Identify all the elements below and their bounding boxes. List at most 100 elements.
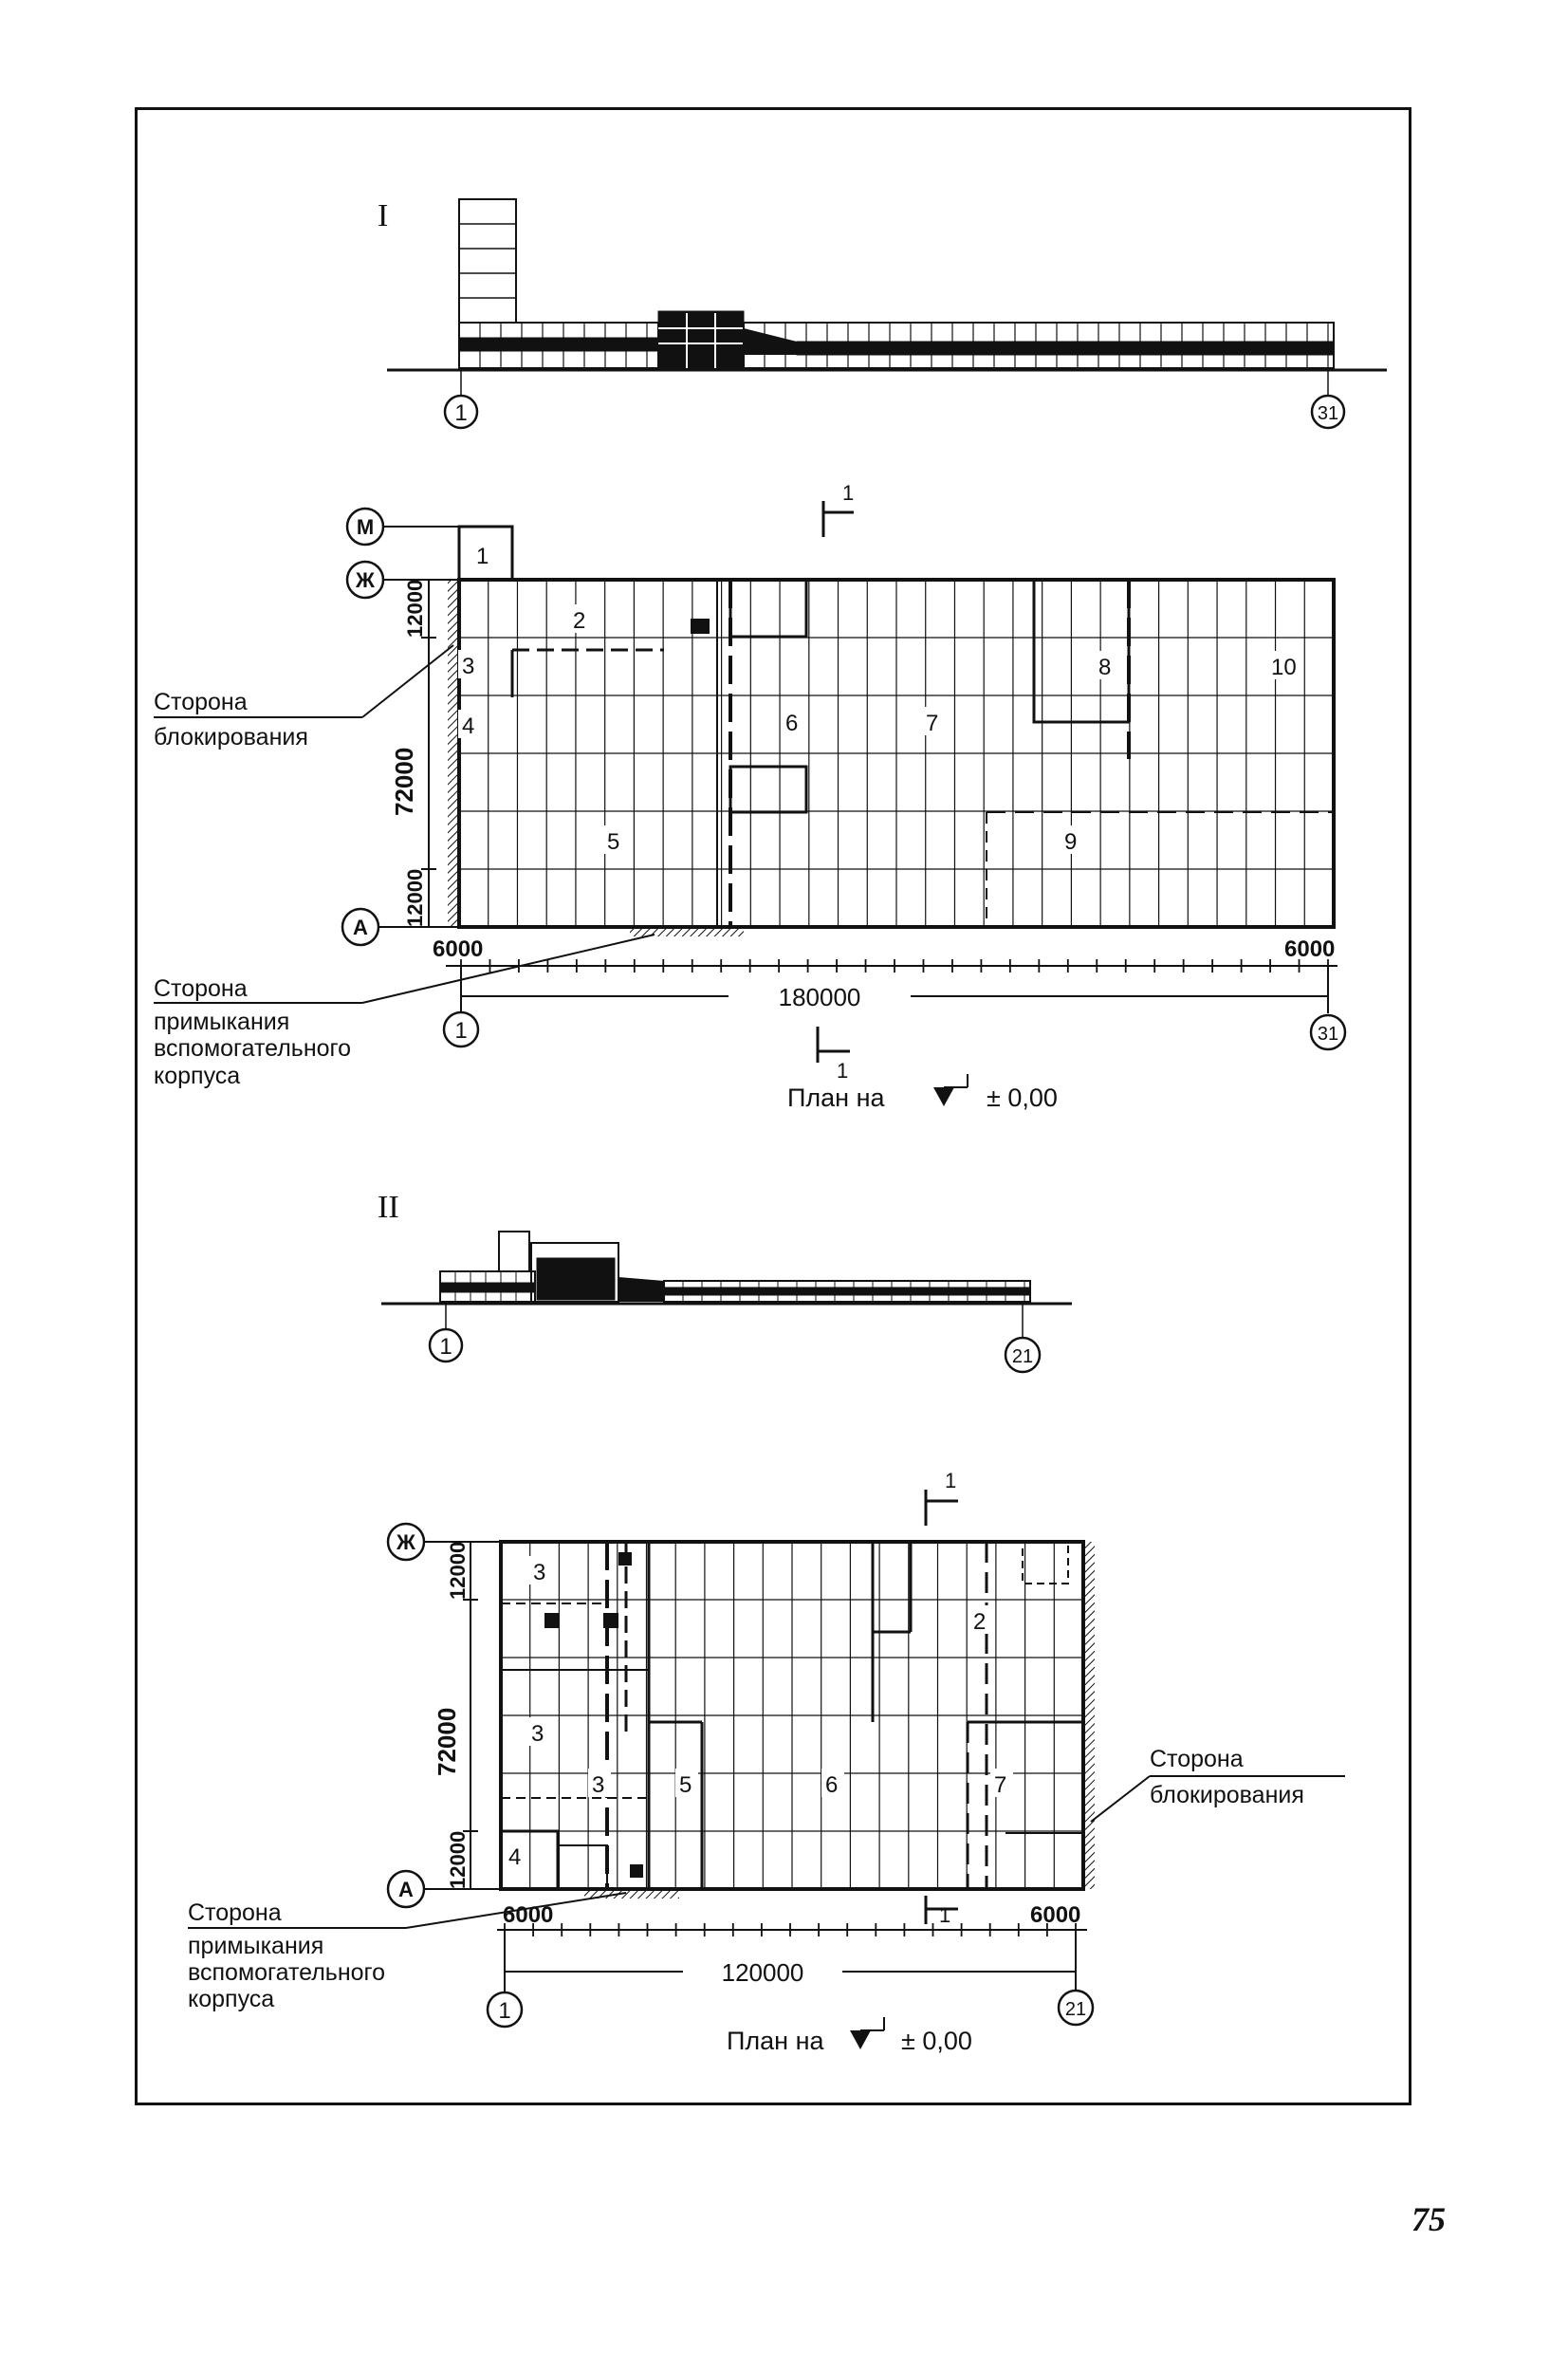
plan-one-row-axes [379, 526, 459, 928]
plan-two-axis-end: 21 [1065, 1999, 1086, 2020]
row-axis-m: М [357, 515, 374, 539]
plan-two-vertical-dimension [463, 1541, 478, 1890]
plan-one-leaders [154, 644, 655, 1004]
zone-3: 3 [462, 654, 474, 679]
zone-5: 5 [679, 1772, 692, 1798]
elev-two-axis-start: 1 [439, 1334, 452, 1360]
section-two-roman: II [378, 1190, 399, 1225]
plan-two-axis-start-marker [486, 1991, 524, 2029]
plan-two-adjoin-label-1: Сторона [188, 1899, 282, 1926]
elevation-one-window-grid [479, 323, 1329, 368]
plan-one-vertical-dimension [421, 579, 436, 928]
plan-two-zone-labels: 1 2 3 3 3 4 5 6 7 [505, 1556, 1013, 1870]
plan-one-section-number-top: 1 [842, 481, 854, 505]
plan-two-section-number-top: 1 [945, 1469, 956, 1492]
plan-two-axis-end-marker [1057, 1989, 1095, 2027]
plan-two-column-grid [501, 1542, 1083, 1889]
plan-two-bay-end: 6000 [1030, 1902, 1080, 1928]
plan-two-bay-ticks [504, 1923, 1077, 1936]
elev-one-axis-end: 31 [1318, 403, 1338, 424]
plan-two-section-mark-bottom [924, 1896, 958, 1924]
plan-one-level-mark [933, 1074, 968, 1106]
plan-one-axis-start-marker [442, 1010, 480, 1048]
plan-one-adjoin-hatch [630, 927, 744, 936]
plan-two-row-axis-a: А [398, 1878, 414, 1901]
row-axis-zh: Ж [355, 568, 375, 592]
plan-one-adjoin-label-3: вспомогательного [154, 1035, 351, 1062]
plan-one-dim-bottom: 12000 [403, 869, 427, 927]
plan-one-section-number-bottom: 1 [837, 1059, 848, 1083]
plan-two-caption-prefix: План на [727, 2027, 824, 2055]
plan-one-caption-prefix: План на [787, 1084, 885, 1112]
elev-one-axis-start: 1 [454, 400, 467, 426]
plan-two-adjoin-label-3: вспомогательного [188, 1959, 385, 1986]
plan-one-adjoin-label-1: Сторона [154, 975, 248, 1002]
plan-two-leaders [188, 1775, 1345, 1929]
plan-one-total-dimension [460, 966, 1329, 1013]
plan-two-axis-start: 1 [498, 1998, 510, 2024]
plan-one-partitions [510, 578, 1334, 927]
zone-1: 1 [476, 544, 489, 569]
zone-2: 2 [573, 608, 585, 634]
plan-one-dim-top: 12000 [403, 580, 427, 638]
plan-two-total: 120000 [722, 1958, 804, 1987]
plan-two-adjoin-hatch [584, 1889, 679, 1899]
zone-6: 6 [785, 711, 798, 736]
plan-two-section-mark-top [924, 1490, 958, 1526]
plan-one-bay-start: 6000 [433, 936, 483, 962]
plan-one-zone-labels: 1 2 3 4 5 6 7 8 9 10 [458, 539, 1303, 855]
plan-one-axis-end-marker [1309, 1013, 1347, 1051]
zone-10: 10 [1271, 655, 1297, 680]
drawing-frame [135, 107, 1411, 2105]
zone-6: 6 [825, 1772, 838, 1798]
row-axis-a-marker [341, 907, 380, 947]
plan-one-blocking-label-1: Сторона [154, 689, 248, 715]
plan-two-blocking-label-1: Сторона [1150, 1746, 1244, 1772]
plan-two-adjoin-label-2: примыкания [188, 1933, 323, 1959]
zone-3a: 3 [533, 1560, 545, 1585]
plan-one-bay-ticks [460, 959, 1329, 973]
zone-3b: 3 [531, 1721, 544, 1747]
plan-one-adjoin-label-2: примыкания [154, 1009, 289, 1035]
plan-two-row-axis-zh-marker [386, 1522, 426, 1562]
row-axis-zh-marker [345, 560, 385, 600]
elev-two-axis-end: 21 [1012, 1346, 1033, 1367]
zone-4: 4 [508, 1844, 521, 1870]
plan-two-blocking-label-2: блокирования [1150, 1782, 1304, 1808]
elevation-two [381, 1231, 1072, 1306]
plan-two-bay-mid-mark: 1 [939, 1903, 950, 1927]
plan-one-axis-start: 1 [454, 1018, 467, 1044]
plan-one-blocking-label-2: блокирования [154, 724, 308, 750]
row-axis-a: А [353, 916, 368, 939]
zone-8: 8 [1098, 655, 1111, 680]
plan-one-bay-end: 6000 [1284, 936, 1335, 962]
plan-one-dim-middle: 72000 [390, 748, 418, 816]
plan-two-partitions [499, 1541, 1083, 1891]
zone-7: 7 [926, 711, 938, 736]
zone-5: 5 [607, 829, 619, 855]
zone-9: 9 [1064, 829, 1077, 855]
zone-3c: 3 [592, 1772, 604, 1798]
zone-2: 2 [973, 1609, 986, 1635]
row-axis-m-marker [345, 507, 385, 547]
plan-one-axis-end: 31 [1318, 1024, 1338, 1045]
plan-one-caption-suffix: ± 0,00 [987, 1084, 1058, 1112]
plan-two-row-axis-a-marker [386, 1869, 426, 1909]
plan-two-dim-top: 12000 [446, 1542, 470, 1600]
plan-two-adjoin-label-4: корпуса [188, 1986, 274, 2012]
elevation-two-window-grid [454, 1271, 1025, 1302]
plan-one-section-mark-bottom [816, 1027, 850, 1063]
section-one-roman: I [378, 198, 388, 233]
zone-4: 4 [462, 713, 474, 739]
plan-two-row-axis-zh: Ж [396, 1530, 415, 1554]
plan-one-column-grid [459, 580, 1334, 927]
elevation-one [387, 198, 1387, 372]
plan-two-total-dimension [504, 1930, 1077, 1992]
plan-two-level-mark [850, 2017, 885, 2049]
plan-two-caption-suffix: ± 0,00 [901, 2027, 972, 2055]
plan-two-dim-bottom: 12000 [446, 1831, 470, 1889]
plan-one-section-mark-top [821, 501, 854, 537]
plan-one-total: 180000 [779, 983, 861, 1011]
plan-two-blocking-hatch [1083, 1542, 1095, 1889]
zone-7: 7 [994, 1772, 1006, 1798]
